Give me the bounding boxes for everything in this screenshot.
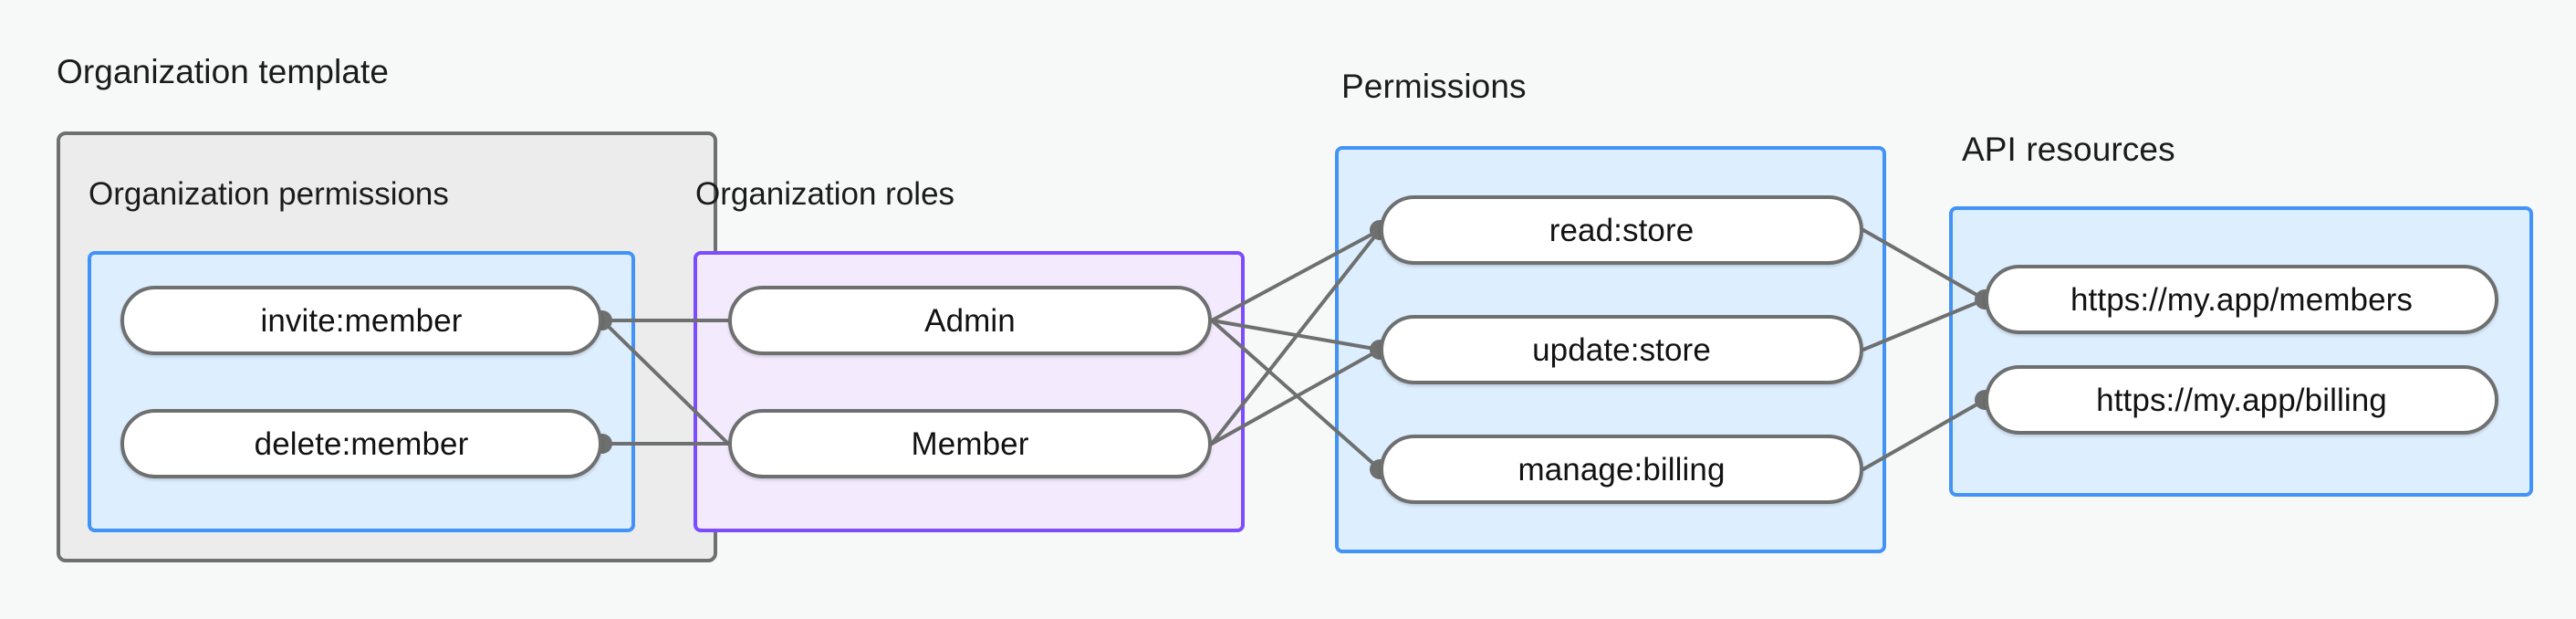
node-invite-member-label: invite:member <box>260 302 463 339</box>
node-billing-url-label: https://my.app/billing <box>2096 382 2387 418</box>
node-members-url-label: https://my.app/members <box>2070 281 2413 318</box>
node-delete-member-label: delete:member <box>254 425 469 462</box>
organization-roles-title: Organization roles <box>695 176 955 212</box>
node-manage-billing[interactable]: manage:billing <box>1380 435 1863 504</box>
api-resources-title: API resources <box>1962 131 2175 168</box>
node-read-store[interactable]: read:store <box>1380 195 1863 265</box>
node-member-label: Member <box>911 425 1029 462</box>
node-members-url[interactable]: https://my.app/members <box>1985 265 2498 334</box>
organization-permissions-title: Organization permissions <box>89 176 449 212</box>
node-read-store-label: read:store <box>1549 212 1695 248</box>
organization-template-title: Organization template <box>57 53 390 90</box>
node-admin[interactable]: Admin <box>728 286 1212 355</box>
node-update-store[interactable]: update:store <box>1380 315 1863 384</box>
node-update-store-label: update:store <box>1532 331 1711 368</box>
node-invite-member[interactable]: invite:member <box>120 286 602 355</box>
api-resources-group <box>1949 206 2533 497</box>
node-admin-label: Admin <box>924 302 1016 339</box>
node-member[interactable]: Member <box>728 409 1212 478</box>
permissions-title: Permissions <box>1341 68 1527 105</box>
node-billing-url[interactable]: https://my.app/billing <box>1985 365 2498 435</box>
node-manage-billing-label: manage:billing <box>1517 451 1726 488</box>
node-delete-member[interactable]: delete:member <box>120 409 602 478</box>
